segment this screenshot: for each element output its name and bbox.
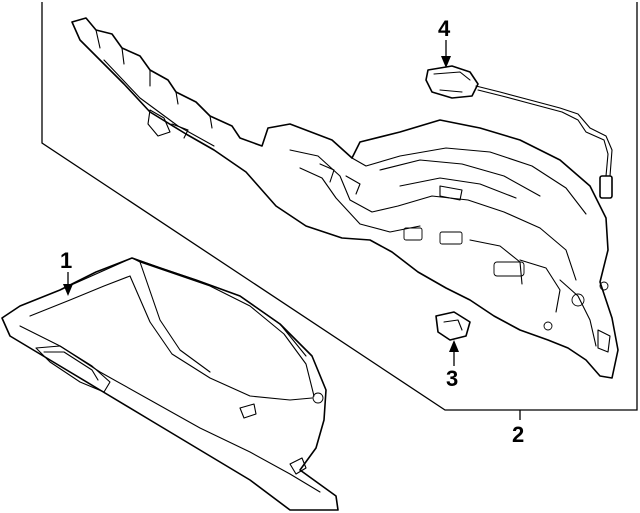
callout-1: 1 — [60, 248, 72, 273]
callout-4-leader — [441, 40, 451, 68]
glove-box-housing — [71, 17, 619, 379]
callout-4: 4 — [438, 16, 451, 41]
glove-box-clip — [435, 311, 471, 341]
glove-box-lamp — [425, 65, 613, 199]
assembly-frame — [41, 2, 638, 420]
callout-3-leader — [449, 340, 459, 366]
callout-3: 3 — [446, 366, 458, 391]
glove-box-door — [1, 257, 339, 511]
callout-2: 2 — [512, 422, 524, 447]
callout-1-leader — [63, 272, 73, 296]
